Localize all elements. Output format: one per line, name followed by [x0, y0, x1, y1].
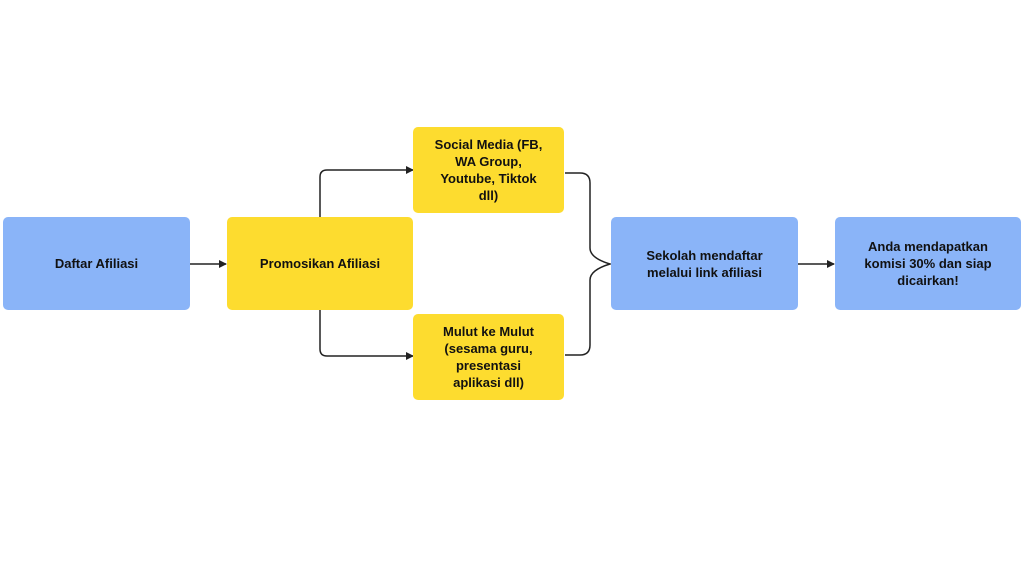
node-promosikan-afiliasi: Promosikan Afiliasi: [227, 217, 413, 310]
node-daftar-afiliasi-label: Daftar Afiliasi: [54, 256, 139, 271]
node-komisi: Anda mendapatkan komisi 30% dan siap dic…: [835, 217, 1021, 310]
merge-brace: [565, 172, 613, 356]
node-social-media: Social Media (FB, WA Group, Youtube, Tik…: [413, 127, 564, 213]
node-promosikan-afiliasi-label: Promosikan Afiliasi: [259, 256, 381, 271]
arrow-promosikan-to-mulut: [319, 310, 414, 360]
arrow-promosikan-to-social-media: [319, 166, 414, 217]
node-social-media-label: Social Media (FB, WA Group, Youtube, Tik…: [434, 137, 543, 203]
node-daftar-afiliasi: Daftar Afiliasi: [3, 217, 190, 310]
node-komisi-label: Anda mendapatkan komisi 30% dan siap dic…: [864, 239, 992, 288]
node-sekolah-mendaftar: Sekolah mendaftar melalui link afiliasi: [611, 217, 798, 310]
node-mulut-ke-mulut: Mulut ke Mulut (sesama guru, presentasi …: [413, 314, 564, 400]
node-mulut-ke-mulut-label: Mulut ke Mulut (sesama guru, presentasi …: [443, 324, 534, 390]
node-sekolah-mendaftar-label: Sekolah mendaftar melalui link afiliasi: [646, 247, 763, 280]
